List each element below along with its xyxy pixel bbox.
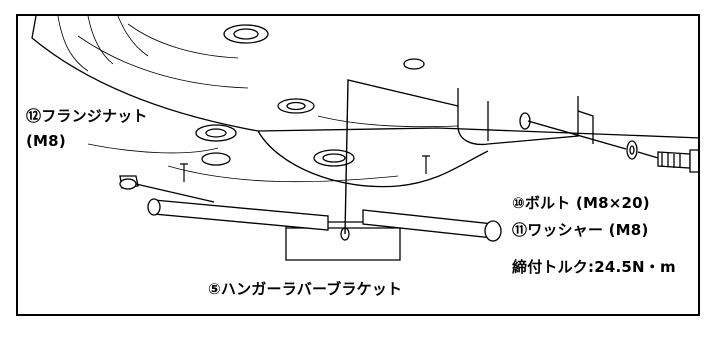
label-torque: 締付トルク:24.5N・m <box>512 258 676 276</box>
diagram-frame: ⑫フランジナット (M8) ⑩ボルト (M8×20) ⑪ワッシャー (M8) 締… <box>16 14 700 316</box>
exploded-assembly-illustration <box>31 16 698 261</box>
hanger-bar <box>147 198 502 242</box>
leader-lines <box>87 79 659 235</box>
flange-nut <box>119 175 139 190</box>
label-bracket: ⑤ハンガーラバーブラケット <box>208 280 403 298</box>
label-bolt: ⑩ボルト (M8×20) <box>512 194 650 212</box>
label-flange-nut-size: (M8) <box>26 132 66 150</box>
panel-holes <box>195 24 425 167</box>
frame-bracket <box>457 88 594 146</box>
washer <box>626 140 638 160</box>
bolt <box>657 149 698 173</box>
label-flange-nut: ⑫フランジナット <box>26 107 148 125</box>
screws <box>180 155 430 182</box>
label-washer: ⑪ワッシャー (M8) <box>512 221 649 239</box>
underbody-panel <box>31 16 698 188</box>
